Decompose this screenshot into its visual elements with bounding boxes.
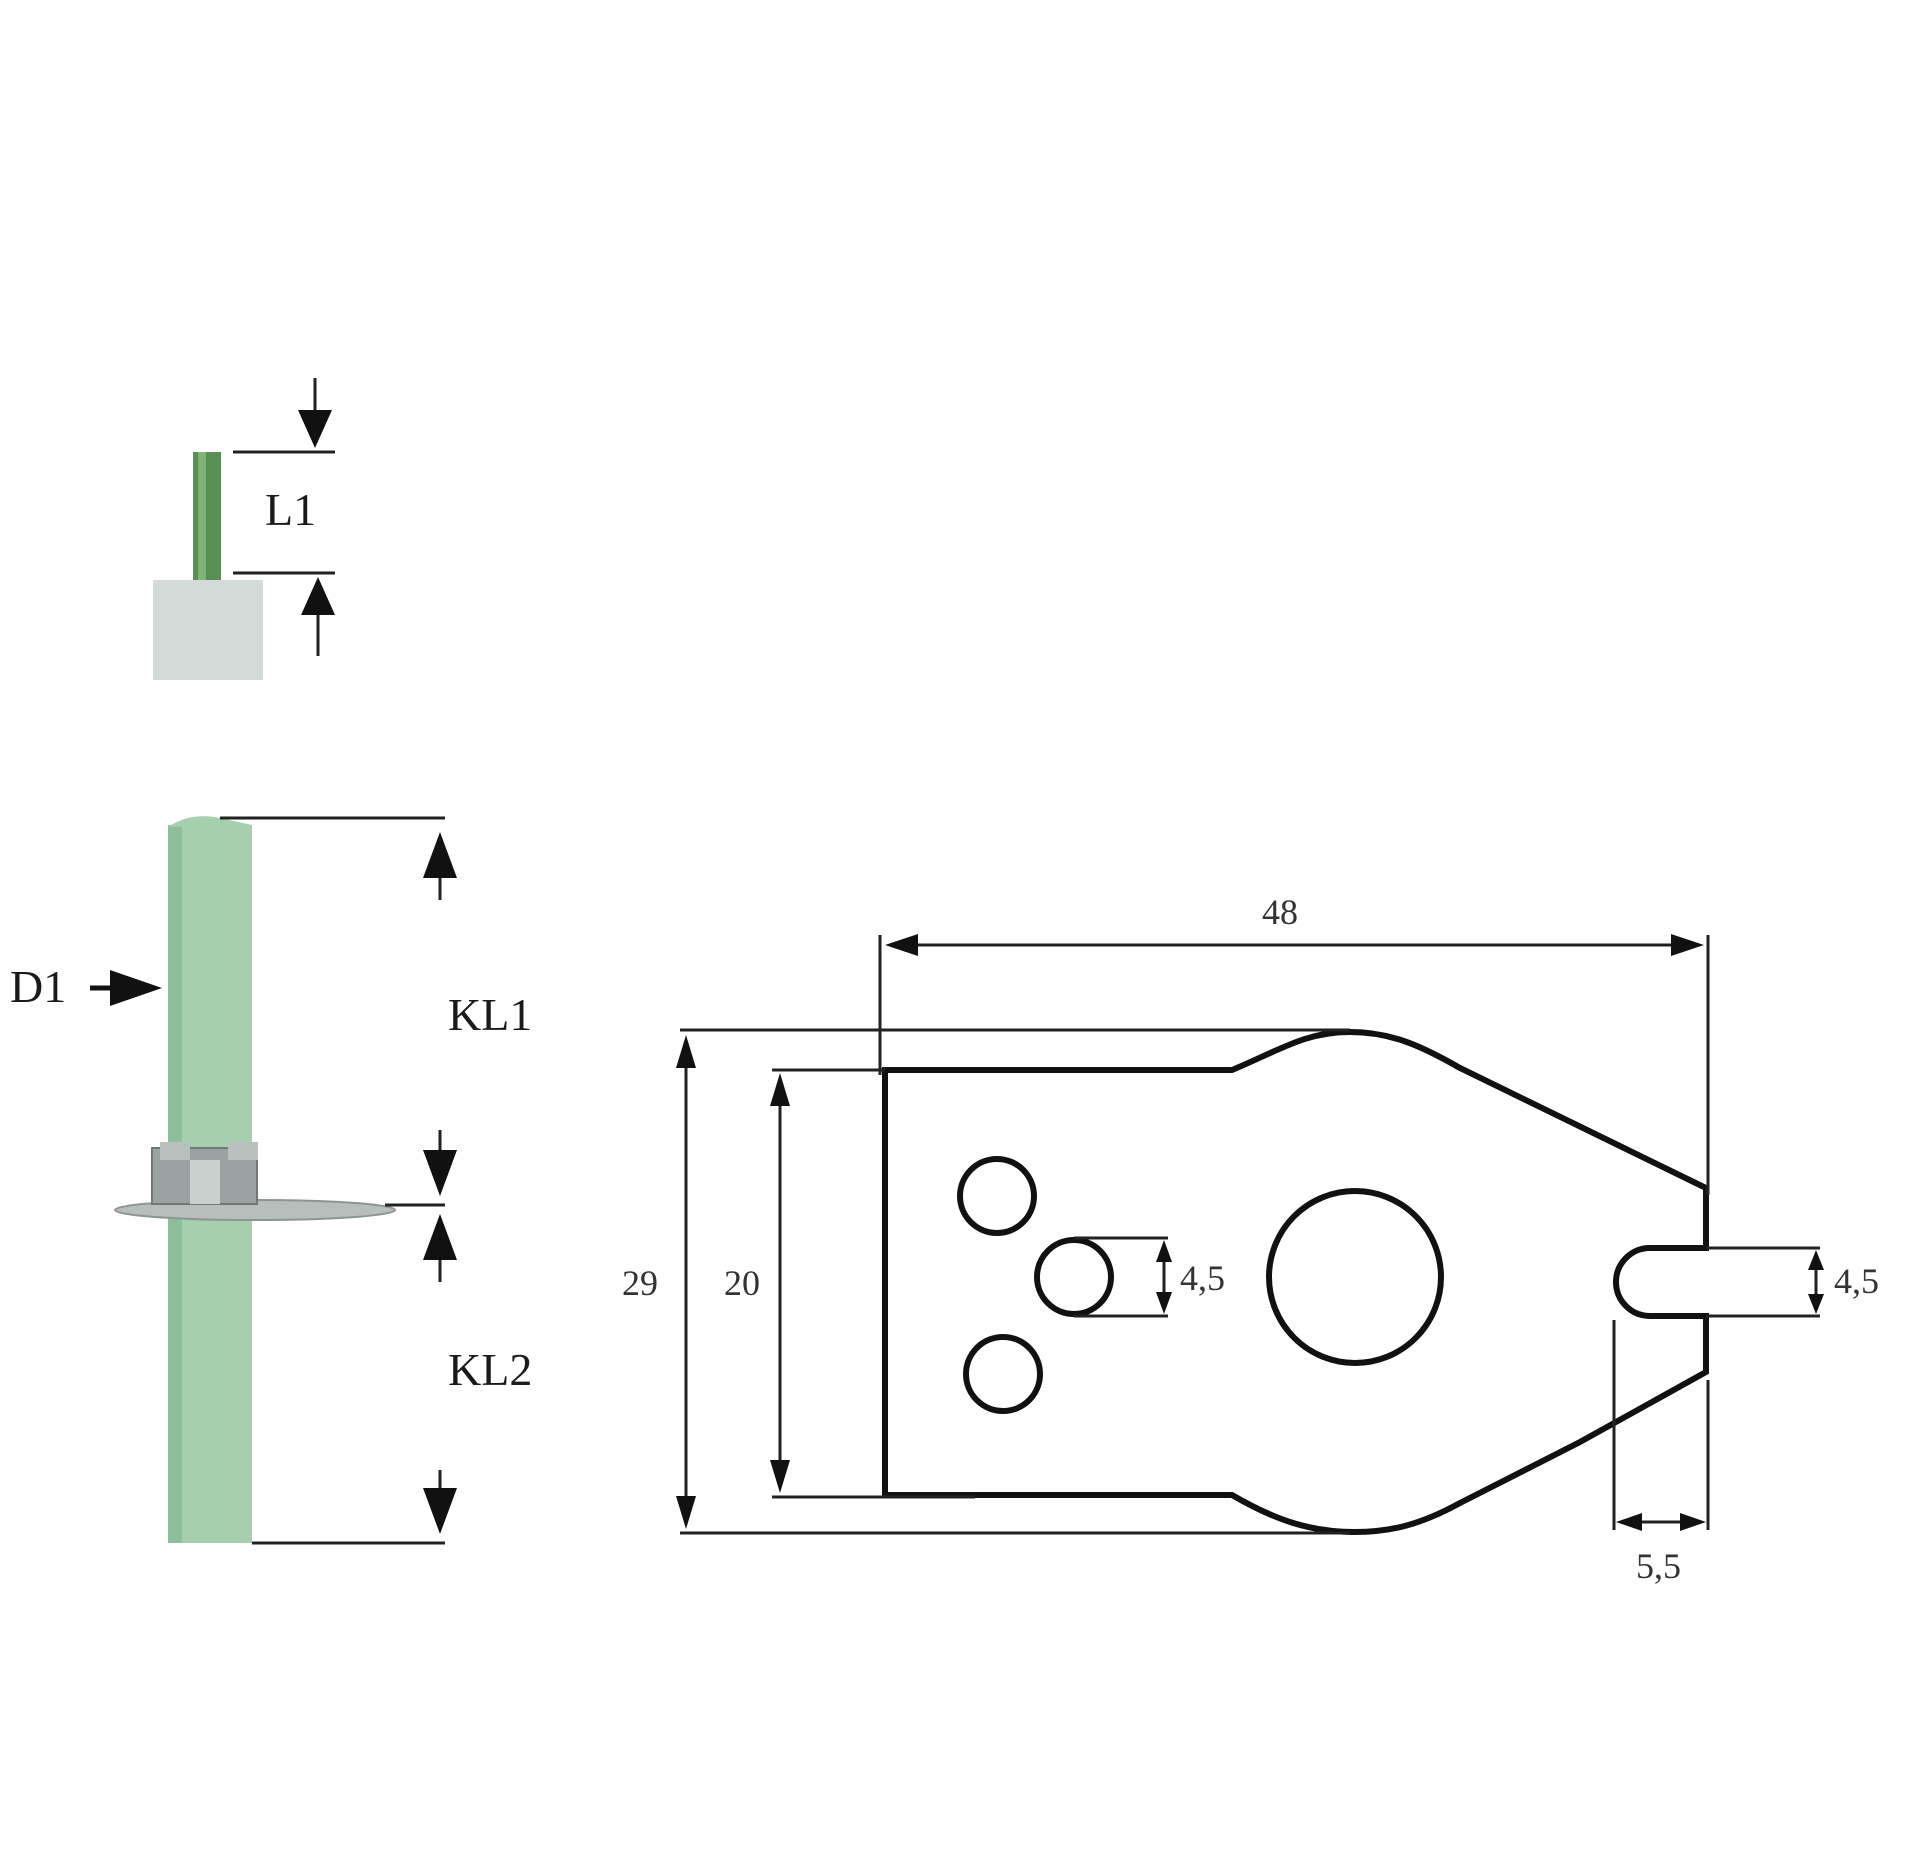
plate-hole-bottom bbox=[963, 1334, 1043, 1414]
mounting-nut-assembly bbox=[114, 1142, 396, 1221]
dim-width-48: 48 bbox=[1262, 892, 1298, 932]
rod-top-cap bbox=[168, 816, 252, 827]
electrode-rod-detail: KL1 KL2 D1 bbox=[10, 816, 532, 1545]
insulator-block bbox=[153, 580, 263, 680]
dim48-arrow-left bbox=[885, 934, 918, 956]
nut-tab-right bbox=[228, 1142, 258, 1160]
hole-dim-arrow-bottom bbox=[1156, 1292, 1172, 1314]
label-l1: L1 bbox=[265, 484, 316, 535]
dim48-arrow-right bbox=[1671, 934, 1704, 956]
wire-highlight bbox=[198, 452, 206, 580]
plate-center-hole bbox=[1266, 1188, 1444, 1366]
slot-depth-arrow-left bbox=[1616, 1513, 1642, 1531]
dim20-arrow-bottom bbox=[770, 1460, 790, 1493]
l1-arrow-up bbox=[301, 577, 335, 615]
d1-arrow-head bbox=[110, 970, 162, 1006]
dim-slot-5-5: 5,5 bbox=[1636, 1546, 1681, 1586]
electrode-tip-detail: L1 bbox=[153, 378, 335, 680]
kl2-arrow-up bbox=[423, 1214, 457, 1260]
plate-hole-top bbox=[957, 1156, 1037, 1236]
slot-dim-arrow-bottom bbox=[1808, 1294, 1824, 1314]
dim20-arrow-top bbox=[770, 1073, 790, 1106]
dim29-arrow-bottom bbox=[676, 1496, 696, 1529]
nut-highlight bbox=[190, 1160, 220, 1204]
kl1-arrow-down bbox=[423, 1150, 457, 1196]
label-d1: D1 bbox=[10, 961, 66, 1012]
dim-hole-4-5: 4,5 bbox=[1180, 1258, 1225, 1298]
dim29-arrow-top bbox=[676, 1035, 696, 1068]
plate-hole-middle bbox=[1034, 1237, 1114, 1317]
hole-dim-arrow-top bbox=[1156, 1240, 1172, 1262]
dim-height-20: 20 bbox=[724, 1263, 760, 1303]
dim-height-29: 29 bbox=[622, 1263, 658, 1303]
slot-depth-arrow-right bbox=[1680, 1513, 1706, 1531]
slot-dim-arrow-top bbox=[1808, 1250, 1824, 1270]
mounting-plate-drawing: 48 29 20 4,5 4,5 5,5 bbox=[622, 892, 1879, 1586]
label-kl1: KL1 bbox=[448, 989, 532, 1040]
label-kl2: KL2 bbox=[448, 1344, 532, 1395]
dim-slot-4-5: 4,5 bbox=[1834, 1261, 1879, 1301]
plate-outline bbox=[882, 1028, 1709, 1536]
electrode-wire bbox=[193, 452, 221, 580]
kl2-arrow-down bbox=[423, 1488, 457, 1534]
kl1-arrow-up bbox=[423, 832, 457, 878]
l1-arrow-down bbox=[298, 410, 332, 448]
nut-tab-left bbox=[160, 1142, 190, 1160]
